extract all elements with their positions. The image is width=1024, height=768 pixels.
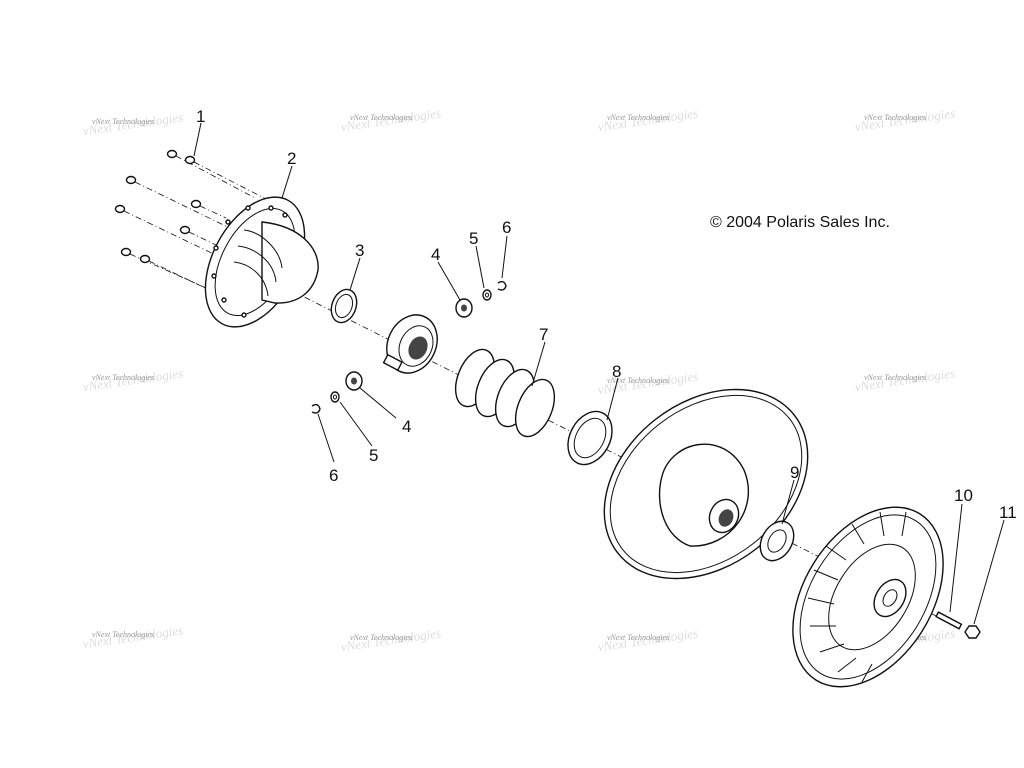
movable-sheave <box>603 388 809 580</box>
watermark: vNext Technologies vNext Technologies <box>340 105 442 134</box>
part-1-screws <box>114 149 269 297</box>
callout-4: 4 <box>431 245 440 264</box>
callout-8: 8 <box>612 362 621 381</box>
svg-text:vNext Technologies: vNext Technologies <box>607 113 669 122</box>
callout-5-lower: 5 <box>369 446 378 465</box>
svg-text:vNext Technologies: vNext Technologies <box>350 113 412 122</box>
callout-3: 3 <box>355 241 364 260</box>
svg-text:vNext Technologies: vNext Technologies <box>92 373 154 382</box>
watermark: vNext Technologies vNext Technologies <box>854 105 956 134</box>
svg-text:vNext Technologies: vNext Technologies <box>92 630 154 639</box>
svg-text:vNext Technologies: vNext Technologies <box>607 633 669 642</box>
part-2-cover <box>204 196 319 328</box>
watermark: vNext Technologies vNext Technologies <box>82 365 184 394</box>
watermark: vNext Technologies vNext Technologies <box>854 365 956 394</box>
part-4-roller-lower <box>345 371 363 391</box>
part-3-ring <box>330 288 358 324</box>
part-5-washer-lower <box>330 391 340 403</box>
screw <box>120 247 216 293</box>
callout-9: 9 <box>790 463 799 482</box>
callout-7: 7 <box>539 325 548 344</box>
screw <box>166 149 256 199</box>
callout-labels: 1 2 3 4 5 6 7 8 9 10 11 4 5 6 <box>196 107 1017 522</box>
part-11-nut <box>964 625 981 639</box>
part-7-spring <box>454 348 556 438</box>
screw <box>184 155 269 201</box>
screw <box>114 204 223 259</box>
callout-11: 11 <box>999 503 1017 522</box>
svg-text:vNext Technologies: vNext Technologies <box>92 117 154 126</box>
svg-text:vNext Technologies: vNext Technologies <box>864 373 926 382</box>
part-4-roller-upper <box>455 298 473 318</box>
svg-text:vNext Technologies: vNext Technologies <box>350 633 412 642</box>
watermark: vNext Technologies vNext Technologies <box>597 105 699 134</box>
part-6-clip-upper <box>497 280 507 291</box>
fixed-sheave <box>792 506 944 688</box>
part-9-washer <box>759 520 795 562</box>
leader-lines <box>193 122 1005 625</box>
svg-text:vNext Technologies: vNext Technologies <box>607 376 669 385</box>
screw <box>190 199 227 219</box>
watermark: vNext Technologies vNext Technologies <box>340 625 442 654</box>
spider-cam <box>382 314 438 374</box>
copyright-notice: © 2004 Polaris Sales Inc. <box>710 214 890 231</box>
callout-6-lower: 6 <box>329 466 338 485</box>
callout-5: 5 <box>469 229 478 248</box>
callout-1: 1 <box>196 107 205 126</box>
callout-6: 6 <box>502 218 511 237</box>
watermark: vNext Technologies vNext Technologies <box>82 622 184 651</box>
screw <box>125 175 239 233</box>
part-5-washer-upper <box>482 289 492 301</box>
part-8-ring <box>567 410 613 466</box>
callout-10: 10 <box>954 486 973 505</box>
callout-4-lower: 4 <box>402 417 411 436</box>
watermark: vNext Technologies vNext Technologies <box>82 109 184 138</box>
svg-text:vNext Technologies: vNext Technologies <box>864 113 926 122</box>
part-6-clip-lower <box>311 403 321 414</box>
part-10-bolt <box>935 611 963 630</box>
screw <box>179 225 219 247</box>
watermark: vNext Technologies vNext Technologies <box>597 625 699 654</box>
callout-2: 2 <box>287 149 296 168</box>
